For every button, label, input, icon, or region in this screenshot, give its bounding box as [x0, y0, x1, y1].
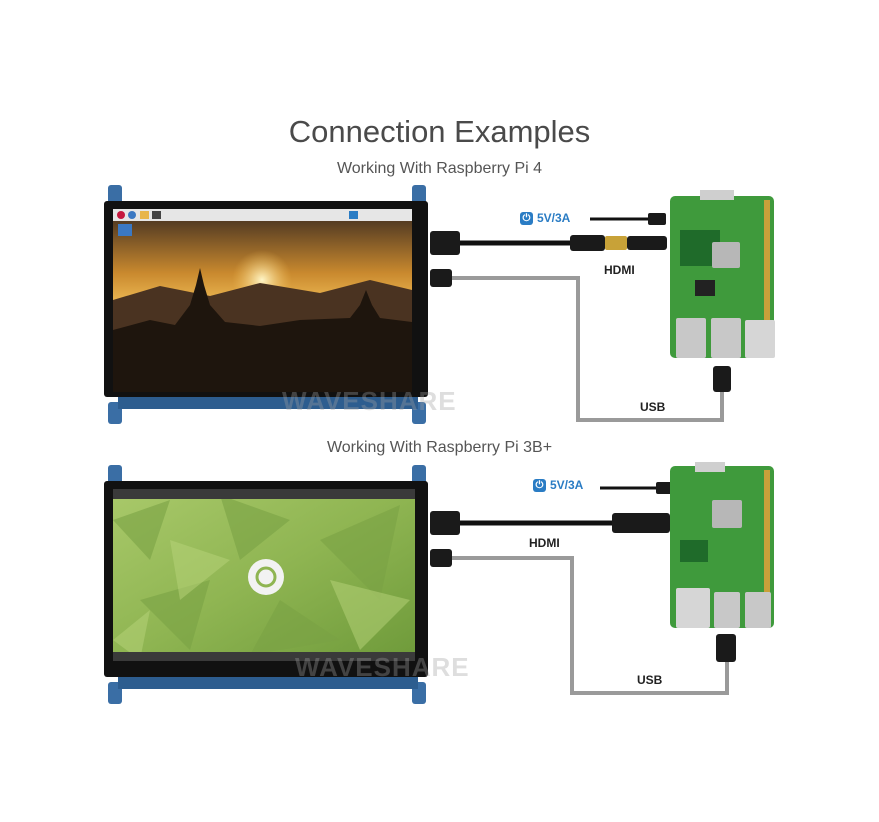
hdmi-plug [430, 511, 460, 535]
usb-port [714, 592, 740, 628]
example-1-subtitle: Working With Raspberry Pi 4 [336, 160, 543, 177]
hdmi-plug [430, 231, 460, 255]
usb-cable [452, 556, 729, 695]
usb-label-2: USB [637, 673, 663, 687]
power-icon: ⏻ [533, 478, 546, 492]
power-label-1: ⏻ 5V/3A [520, 211, 570, 225]
hdmi-label-1: HDMI [604, 263, 635, 277]
hdmi-label-2: HDMI [529, 536, 560, 550]
example-2-subtitle: Working With Raspberry Pi 3B+ [326, 439, 553, 456]
usb-plug [430, 269, 452, 287]
mount-bracket [412, 185, 426, 205]
page-title: Connection Examples [288, 114, 591, 149]
usb-cable [452, 276, 724, 422]
power-label-2: ⏻ 5V/3A [533, 478, 583, 492]
ethernet-port [676, 588, 710, 628]
watermark: WAVESHARE [295, 652, 470, 682]
usb-port [711, 318, 741, 358]
desktop-icon [118, 224, 132, 236]
raspberry-pi-4-board [670, 190, 775, 358]
watermark: WAVESHARE [282, 386, 457, 416]
ubuntu-logo [248, 559, 284, 595]
power-icon: ⏻ [520, 211, 533, 225]
soc-chip [712, 242, 740, 268]
soc-chip [712, 500, 742, 528]
usb-label-1: USB [640, 400, 666, 414]
usb-plug [430, 549, 452, 567]
power-value: 5V/3A [537, 211, 571, 225]
display-1 [104, 185, 428, 424]
raspberry-pi-3b-plus-board [670, 462, 774, 628]
display-2 [104, 465, 428, 704]
ethernet-port [745, 320, 775, 358]
usb-port [745, 592, 771, 628]
usb-port [676, 318, 706, 358]
hdmi-adapter [605, 236, 627, 250]
mount-bracket [108, 185, 122, 205]
power-value: 5V/3A [550, 478, 584, 492]
